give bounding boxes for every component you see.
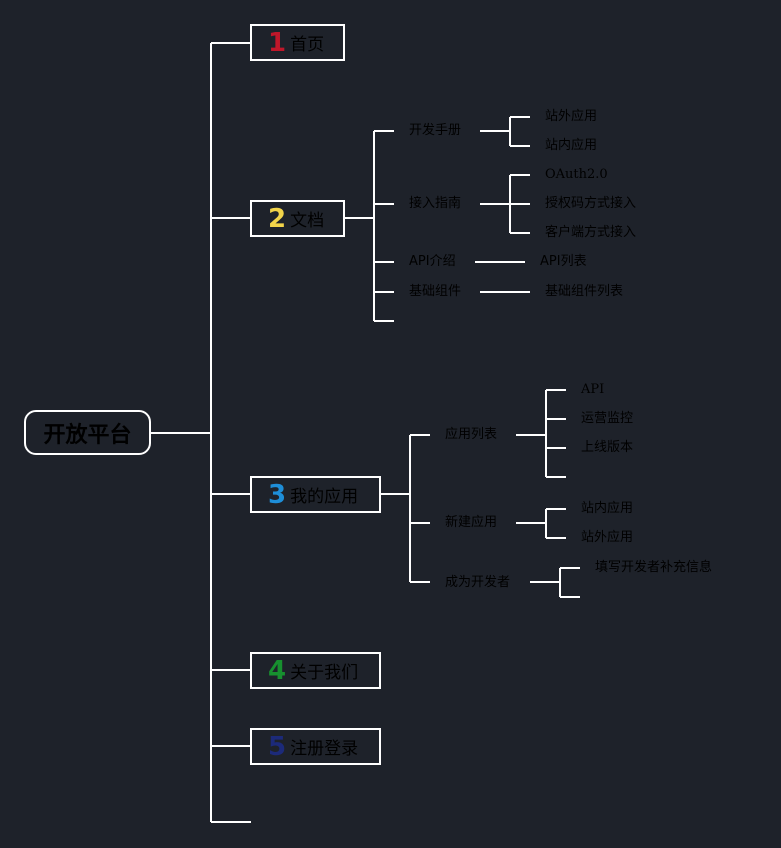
root-node: 开放平台	[24, 410, 151, 455]
docs-dev-manual-item: 站外应用	[545, 109, 598, 124]
apps-become-developer-item: 填写开发者补充信息	[595, 560, 713, 575]
apps-new-app: 新建应用	[445, 515, 498, 530]
node-label: 我的应用	[290, 487, 359, 507]
docs-access-guide-item: 授权码方式接入	[545, 196, 637, 211]
node-number: 5	[268, 731, 287, 762]
docs-dev-manual-item: 站内应用	[545, 138, 598, 153]
apps-app-list: 应用列表	[445, 427, 498, 442]
apps-new-app-item: 站内应用	[581, 501, 634, 516]
docs-api-intro-item: API列表	[540, 254, 587, 269]
docs-base-components: 基础组件	[409, 284, 462, 299]
node-label: 首页	[290, 35, 325, 55]
node-about-us: 4 关于我们	[250, 652, 381, 689]
docs-base-components-item: 基础组件列表	[545, 284, 624, 299]
node-label: 关于我们	[290, 663, 359, 683]
node-register-login: 5 注册登录	[250, 728, 381, 765]
docs-access-guide-item: OAuth2.0	[545, 167, 608, 182]
docs-access-guide-item: 客户端方式接入	[545, 225, 637, 240]
root-label: 开放平台	[43, 422, 132, 448]
node-label: 注册登录	[290, 739, 359, 759]
apps-new-app-item: 站外应用	[581, 530, 634, 545]
node-my-apps: 3 我的应用	[250, 476, 381, 513]
docs-dev-manual: 开发手册	[409, 123, 462, 138]
apps-app-list-item: 运营监控	[581, 411, 634, 426]
node-number: 2	[268, 203, 287, 234]
docs-api-intro: API介绍	[409, 254, 456, 269]
apps-app-list-item: API	[581, 382, 605, 397]
node-home: 1 首页	[250, 24, 345, 61]
docs-access-guide: 接入指南	[409, 196, 462, 211]
node-number: 1	[268, 27, 287, 58]
node-number: 4	[268, 655, 287, 686]
node-label: 文档	[290, 211, 325, 231]
apps-app-list-item: 上线版本	[581, 440, 634, 455]
node-docs: 2 文档	[250, 200, 345, 237]
apps-become-developer: 成为开发者	[445, 575, 511, 590]
node-number: 3	[268, 479, 287, 510]
